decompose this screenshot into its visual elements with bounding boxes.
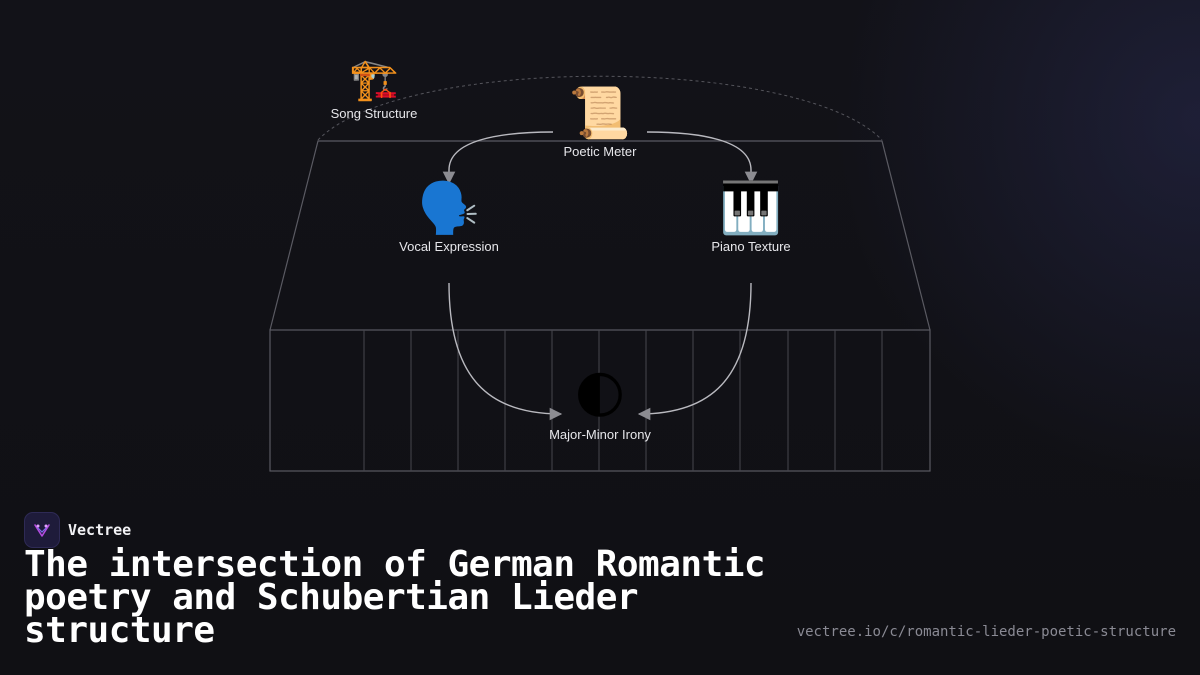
- speaking-head-icon: 🗣️: [417, 179, 481, 237]
- node-song-structure[interactable]: 🏗️ Song Structure: [331, 60, 418, 121]
- node-label: Song Structure: [330, 106, 418, 121]
- keyboard-outline: [269, 329, 931, 472]
- node-label: Poetic Meter: [563, 144, 637, 159]
- edge-vocal-to-irony: [448, 282, 563, 421]
- vectree-logo-icon: [24, 512, 60, 548]
- scroll-icon: 📜: [568, 84, 632, 142]
- node-piano-texture[interactable]: 🎹 Piano Texture: [711, 183, 790, 254]
- construction-crane-icon: 🏗️: [349, 57, 399, 103]
- edge-meter-to-vocal: [442, 131, 554, 185]
- node-label: Major-Minor Irony: [549, 427, 651, 442]
- edge-piano-to-irony: [637, 282, 752, 421]
- node-major-minor-irony[interactable]: 🌓 Major-Minor Irony: [549, 371, 651, 442]
- page-title: The intersection of German Romantic poet…: [24, 544, 766, 651]
- brand[interactable]: Vectree: [24, 512, 131, 548]
- dashed-arc: [317, 75, 883, 141]
- keyboard-key-dividers: [363, 330, 883, 471]
- page-url[interactable]: vectree.io/c/romantic-lieder-poetic-stru…: [796, 624, 1176, 640]
- half-moon-icon: 🌓: [573, 367, 627, 425]
- piano-keys-icon: 🎹: [719, 179, 783, 237]
- node-label: Vocal Expression: [399, 239, 499, 254]
- edge-meter-to-piano: [646, 131, 758, 185]
- piano-lid-outline: [269, 140, 931, 331]
- node-vocal-expression[interactable]: 🗣️ Vocal Expression: [399, 183, 499, 254]
- node-label: Piano Texture: [711, 239, 791, 254]
- brand-name: Vectree: [68, 521, 132, 539]
- node-poetic-meter[interactable]: 📜 Poetic Meter: [564, 88, 637, 159]
